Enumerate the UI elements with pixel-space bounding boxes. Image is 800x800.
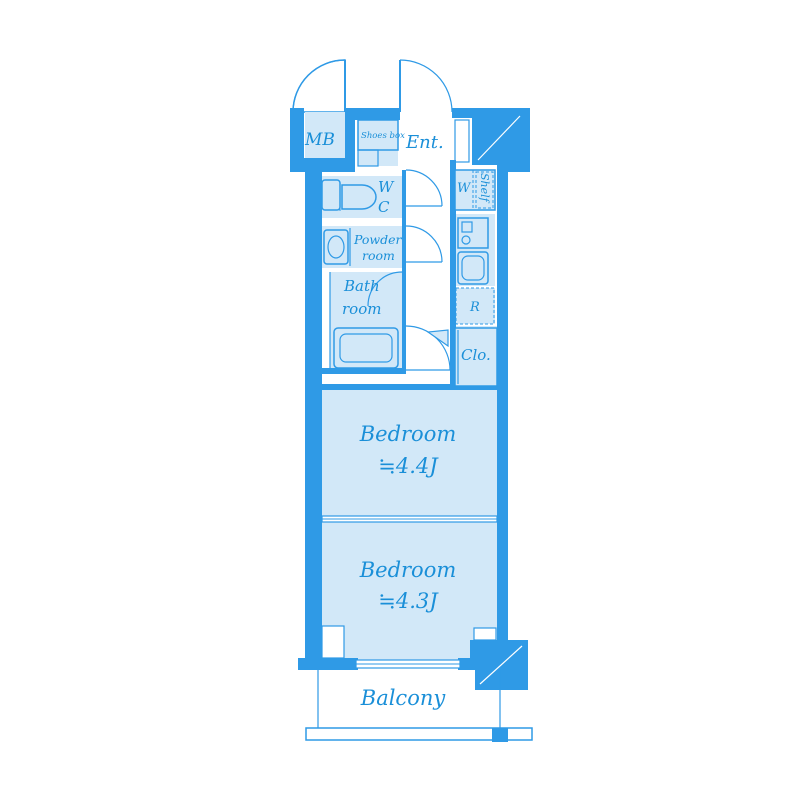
wc-label-w: W: [378, 178, 395, 196]
shelf-label: Shelf: [478, 173, 491, 204]
bedroom-2-name: Bedroom: [359, 558, 457, 582]
powder-room-label-2: room: [362, 248, 395, 263]
door-swings: [367, 169, 451, 371]
balcony-label: Balcony: [360, 686, 447, 710]
washer-label: W: [457, 181, 472, 196]
mb-label: MB: [304, 130, 335, 150]
entrance-label: Ent.: [405, 132, 444, 153]
shoes-box-label: Shoes box: [361, 131, 405, 141]
entrance-doors: [292, 59, 453, 113]
bedroom-1-name: Bedroom: [359, 422, 457, 446]
refrigerator-label: R: [469, 300, 480, 315]
closet-label: Clo.: [461, 346, 491, 364]
bedroom-2-size: ≒4.3J: [378, 589, 439, 613]
bath-room-label-2: room: [342, 300, 381, 318]
walls: [290, 108, 530, 690]
fixtures: [321, 119, 498, 659]
wc-label-c: C: [378, 198, 390, 216]
bath-room-label-1: Bath: [343, 277, 380, 295]
powder-room-label-1: Powder: [353, 232, 403, 247]
balcony-area: [305, 670, 533, 742]
bedroom-1-size: ≒4.4J: [378, 454, 439, 478]
